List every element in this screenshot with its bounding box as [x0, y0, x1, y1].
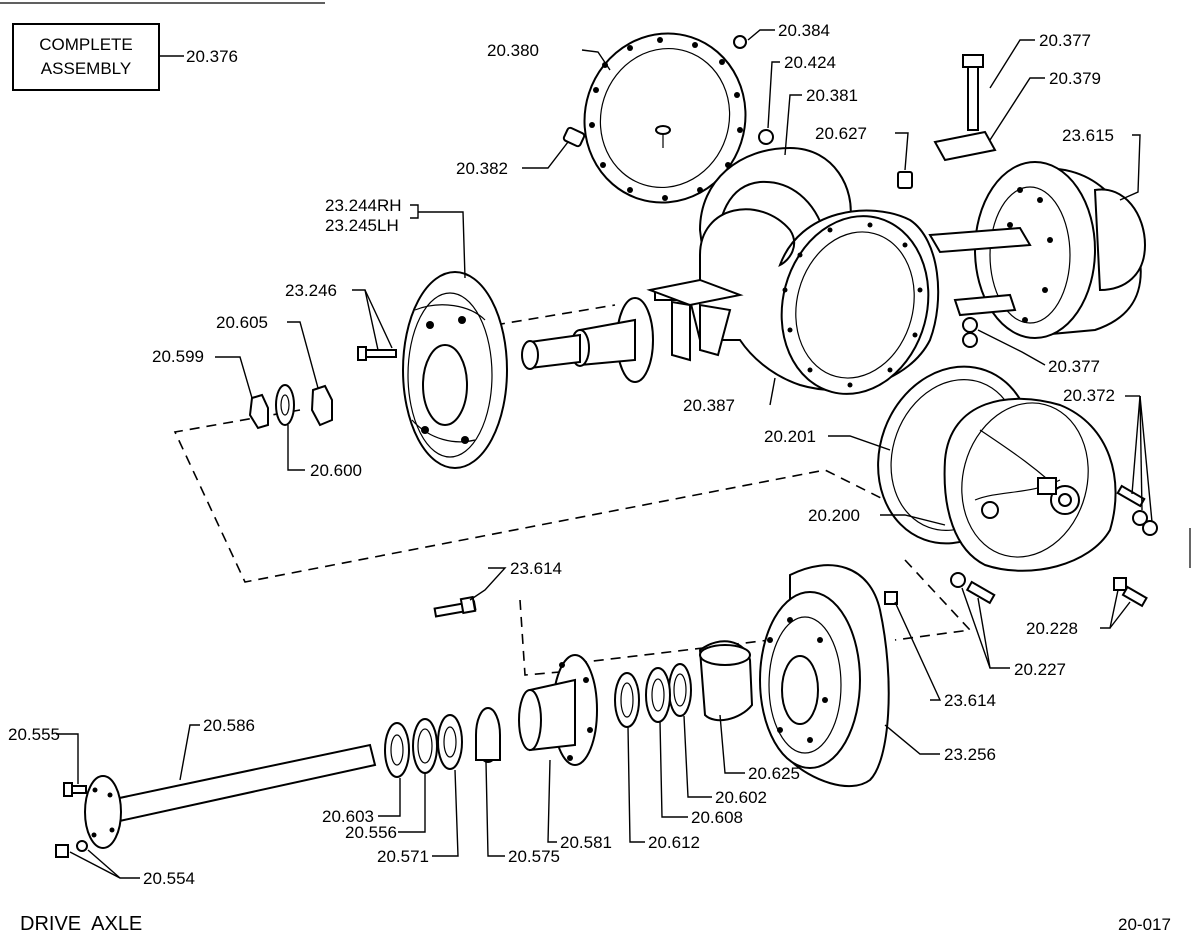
callout-23-256: 23.256	[944, 745, 996, 764]
callout-23-614-left: 23.614	[510, 559, 562, 578]
bearing-20-602	[668, 663, 692, 717]
callout-20-384: 20.384	[778, 21, 830, 40]
bolt-20-228	[1113, 577, 1148, 608]
assembly-box-line1: COMPLETE	[39, 35, 133, 54]
callout-20-608: 20.608	[691, 808, 743, 827]
callout-20-612: 20.612	[648, 833, 700, 852]
nut-20-571	[437, 714, 463, 770]
callout-20-554: 20.554	[143, 869, 195, 888]
fitting-20-627	[897, 171, 913, 189]
callout-20-200: 20.200	[808, 506, 860, 525]
callout-20-227: 20.227	[1014, 660, 1066, 679]
callout-23-244: 23.244RH	[325, 196, 402, 215]
callout-20-581: 20.581	[560, 833, 612, 852]
brake-backing-plate-23-244	[402, 271, 508, 469]
bolt-20-227	[950, 572, 996, 605]
seal-20-625	[698, 640, 754, 722]
hub-20-581	[518, 654, 598, 766]
callout-20-602: 20.602	[715, 788, 767, 807]
ring-20-612	[614, 672, 640, 728]
callout-20-380: 20.380	[487, 41, 539, 60]
callout-20-599: 20.599	[152, 347, 204, 366]
callout-20-387: 20.387	[683, 396, 735, 415]
cover-plate-20-380	[583, 32, 747, 204]
nut-20-554	[55, 840, 88, 858]
callout-20-376: 20.376	[186, 47, 238, 66]
ring-20-384	[733, 35, 747, 49]
callout-20-605: 20.605	[216, 313, 268, 332]
plug-20-382	[562, 126, 586, 148]
axle-shaft-20-586	[84, 743, 377, 849]
callout-20-382: 20.382	[456, 159, 508, 178]
stud-nut-20-372	[1116, 484, 1158, 536]
leader-lines	[56, 29, 1153, 879]
nut-20-603	[384, 722, 410, 778]
callout-20-201: 20.201	[764, 427, 816, 446]
callout-23-245: 23.245LH	[325, 216, 399, 235]
callout-23-614-right: 23.614	[944, 691, 996, 710]
callout-20-600: 20.600	[310, 461, 362, 480]
callout-20-625: 20.625	[748, 764, 800, 783]
bolt-23-246	[357, 346, 397, 361]
callout-20-575: 20.575	[508, 847, 560, 866]
callout-20-603: 20.603	[322, 807, 374, 826]
callout-20-228: 20.228	[1026, 619, 1078, 638]
seat-20-377	[928, 226, 1032, 348]
figure-number: 20-017	[1118, 915, 1171, 934]
callout-20-627: 20.627	[815, 124, 867, 143]
spring-plate-20-379	[933, 54, 997, 162]
callout-20-571: 20.571	[377, 847, 429, 866]
assembly-box-line2: ASSEMBLY	[41, 59, 131, 78]
nut-20-605	[310, 384, 333, 427]
lock-washer-20-600	[275, 384, 295, 426]
callout-23-246: 23.246	[285, 281, 337, 300]
stud-23-614-left	[433, 595, 477, 618]
callout-20-555: 20.555	[8, 725, 60, 744]
bolt-20-555	[63, 782, 87, 797]
callout-20-381: 20.381	[806, 86, 858, 105]
complete-assembly-box: COMPLETE ASSEMBLY 20.376	[12, 23, 238, 91]
callout-labels: 20.384 20.380 20.424 20.381 20.377 20.37…	[8, 21, 1115, 888]
brake-drum-23-615	[974, 161, 1147, 339]
nut-20-599	[248, 393, 269, 430]
callout-23-615: 23.615	[1062, 126, 1114, 145]
bearing-20-608	[645, 667, 671, 723]
brake-drum-23-256	[759, 564, 890, 788]
axle-housing-20-387	[521, 208, 940, 395]
callout-20-586: 20.586	[203, 716, 255, 735]
callout-20-556: 20.556	[345, 823, 397, 842]
differential-carrier-20-200	[943, 397, 1117, 572]
callout-20-377-top: 20.377	[1039, 31, 1091, 50]
nut-20-424	[758, 129, 774, 145]
callout-20-377-mid: 20.377	[1048, 357, 1100, 376]
callout-20-372: 20.372	[1063, 386, 1115, 405]
washer-20-556	[412, 718, 438, 774]
sleeve-20-575	[475, 707, 501, 763]
callout-20-424: 20.424	[784, 53, 836, 72]
callout-20-379: 20.379	[1049, 69, 1101, 88]
diagram-title: DRIVE AXLE	[20, 913, 142, 935]
plug-23-614-right	[884, 591, 898, 605]
